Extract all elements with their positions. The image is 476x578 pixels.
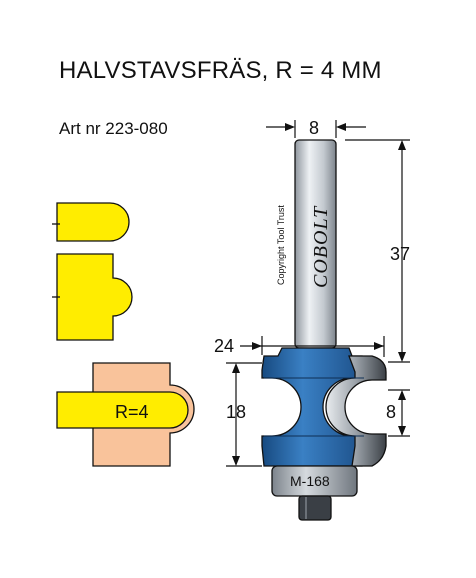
copyright-text: Copyright Tool Trust [276,205,286,285]
dimension-shank-diameter [266,120,366,138]
cutter-body [261,347,387,467]
article-number: Art nr 223-080 [59,119,168,138]
dim-radius-height-value: 8 [386,402,396,422]
profile-small-icon [52,202,130,242]
dimension-cutting-diameter [240,336,385,357]
dim-shank-diameter-value: 8 [309,118,319,138]
bearing [271,465,358,521]
brand-logo: COBOLT [310,205,332,288]
profile-beaded-icon [52,253,133,341]
dimension-cutting-height [226,362,262,467]
model-label: M-168 [290,473,330,489]
dim-shank-length-value: 37 [390,244,410,264]
dimension-radius-height [388,389,410,437]
dimension-shank-length [345,139,410,363]
dim-cutting-diameter-value: 24 [214,336,234,356]
radius-label: R=4 [115,402,149,422]
product-title: HALVSTAVSFRÄS, R = 4 MM [59,57,382,84]
profile-cove-icon [56,362,195,467]
dim-cutting-height-value: 18 [226,402,246,422]
